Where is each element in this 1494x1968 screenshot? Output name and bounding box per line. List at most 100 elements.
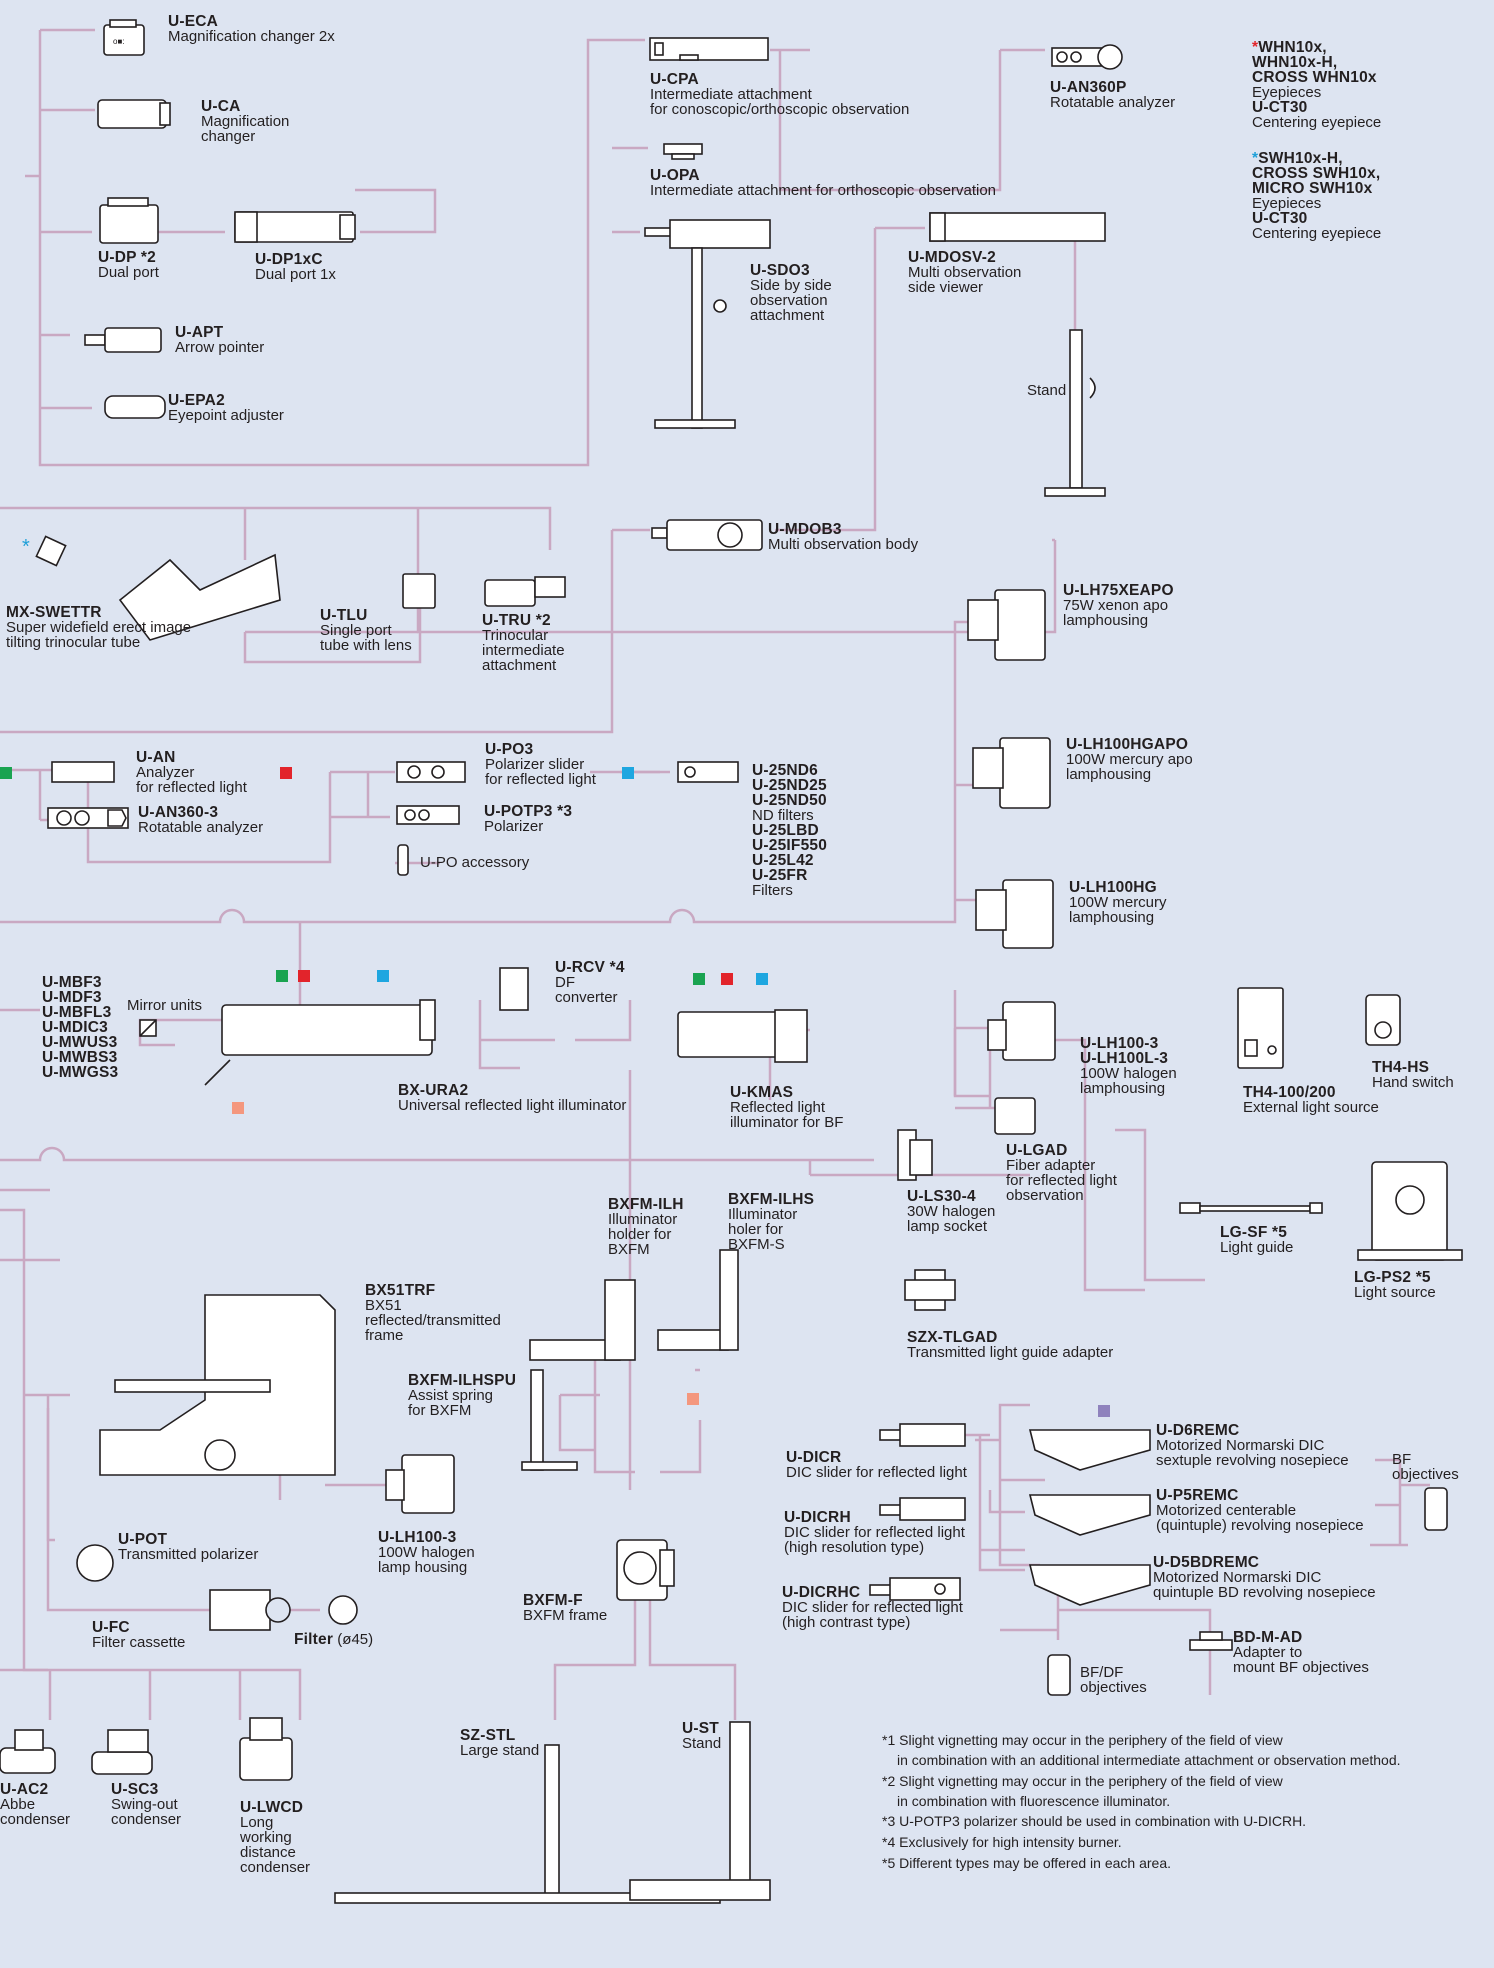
u-fc-device: [209, 1589, 291, 1631]
u-potp3-device: [396, 805, 460, 825]
u-mdob3-device: [651, 519, 763, 551]
u-po-acc-device: [397, 844, 409, 876]
lg-ps2-device: [1357, 1161, 1463, 1261]
u-mdosv2-device: [929, 212, 1106, 242]
bxfm-ilhspu-device: [521, 1369, 578, 1471]
green-square-2: [276, 970, 288, 982]
u-ls30-4-device: [897, 1129, 933, 1181]
u-lh100hg-device: [975, 879, 1054, 949]
u-an360-3-device: [47, 807, 129, 829]
salmon-square-1: [232, 1102, 244, 1114]
mx-swettr-device: [35, 535, 281, 641]
u-an-device: [51, 761, 115, 783]
red-square-1: [280, 767, 292, 779]
footnote-1: *1 Slight vignetting may occur in the pe…: [882, 1732, 1283, 1748]
u-dicr-device: [879, 1423, 966, 1447]
u-ca-device: [97, 99, 171, 129]
red-square-2: [298, 970, 310, 982]
bd-m-ad-device: [1189, 1631, 1233, 1651]
bf-objectives-device: [1424, 1487, 1448, 1531]
u-pot-device: [76, 1544, 114, 1582]
u-lgad-device: [994, 1097, 1036, 1135]
u-opa-device: [663, 143, 703, 160]
u-ac2-device: [0, 1729, 56, 1774]
u-po3-device: [396, 761, 466, 783]
bfdf-objectives-device: [1047, 1654, 1071, 1696]
u-lh100-3-top-device: [987, 1001, 1056, 1061]
blue-square-3: [756, 973, 768, 985]
th4-100-device: [1237, 987, 1284, 1069]
u-apt-device: [84, 327, 162, 353]
bxfm-ilhs-device: [657, 1249, 739, 1351]
label-mirror-units-desc: Mirror units: [127, 997, 203, 1014]
footnote-2: *2 Slight vignetting may occur in the pe…: [882, 1773, 1283, 1789]
u-tru-device: [484, 576, 566, 607]
svg-text:o■:: o■:: [113, 37, 125, 46]
cyan-star-mark: *: [22, 536, 30, 558]
bxfm-f-device: [616, 1539, 675, 1601]
u-kmas-device: [677, 1009, 808, 1063]
mirror-unit-device: [139, 1019, 157, 1037]
u-lh75xeapo-device: [967, 589, 1046, 661]
th4-hs-device: [1365, 994, 1401, 1046]
bx51trf-device: [99, 1294, 336, 1476]
u-epa2-device: [104, 395, 166, 419]
footnote-1b: in combination with an additional interm…: [897, 1752, 1401, 1768]
u-lh100-3-lower-device: [385, 1454, 455, 1514]
stand-device: [1044, 329, 1106, 497]
violet-square: [1098, 1405, 1110, 1417]
footnote-3: *3 U-POTP3 polarizer should be used in c…: [882, 1813, 1307, 1829]
blue-square-1: [622, 767, 634, 779]
green-square-3: [693, 973, 705, 985]
bx-ura2-device: [204, 999, 436, 1086]
u-dp-device: [99, 197, 159, 244]
u-sc3-device: [91, 1729, 153, 1775]
bxfm-ilh-device: [529, 1279, 636, 1361]
